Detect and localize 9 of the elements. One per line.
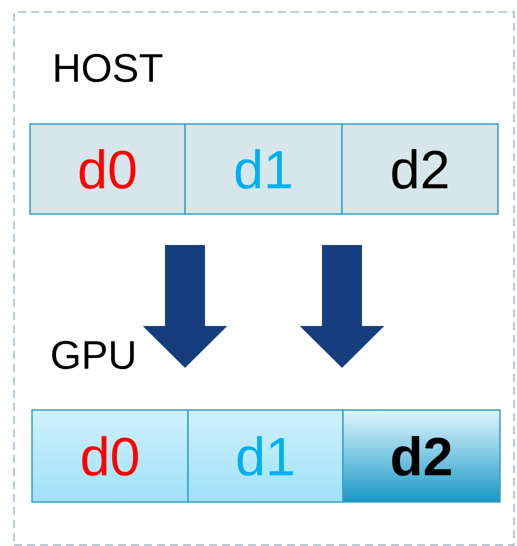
memory-cell: d0 (31, 409, 189, 503)
memory-cell: d2 (342, 409, 501, 503)
memory-cell: d0 (29, 123, 186, 215)
memory-cell: d1 (187, 409, 344, 503)
dashed-frame (13, 11, 515, 546)
section-label: HOST (55, 54, 162, 82)
memory-cell: d2 (341, 123, 499, 215)
section-label: GPU (52, 340, 134, 370)
memory-cell: d1 (184, 123, 343, 215)
